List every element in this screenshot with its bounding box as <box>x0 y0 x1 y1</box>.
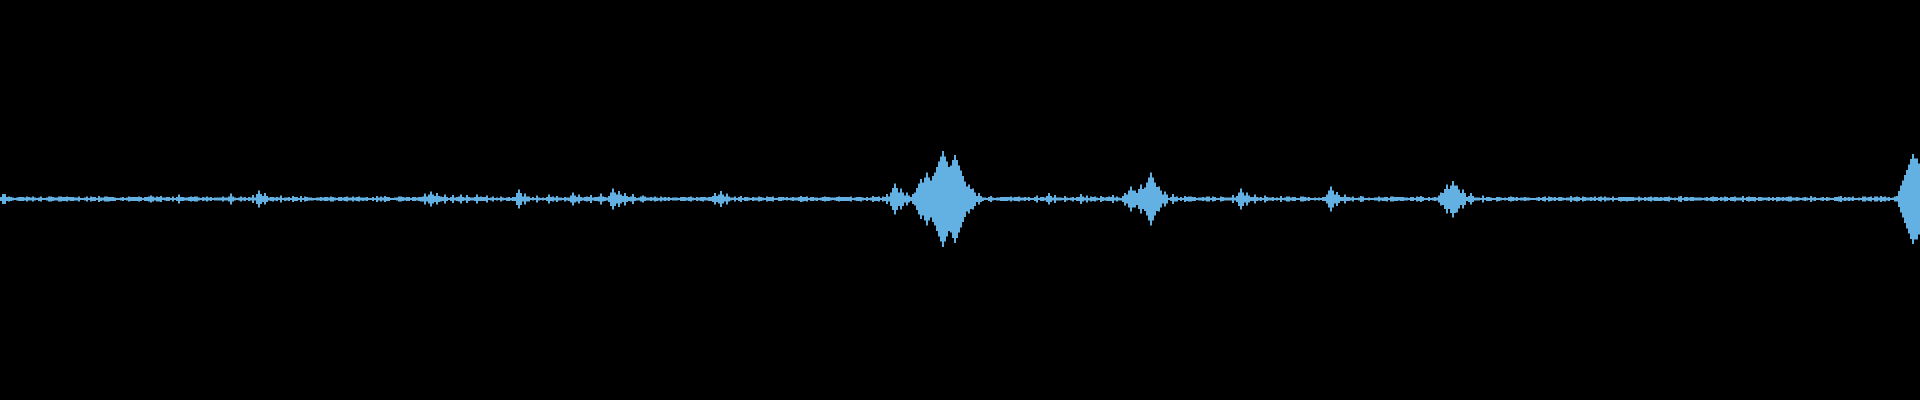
waveform-baseline <box>0 198 1920 200</box>
